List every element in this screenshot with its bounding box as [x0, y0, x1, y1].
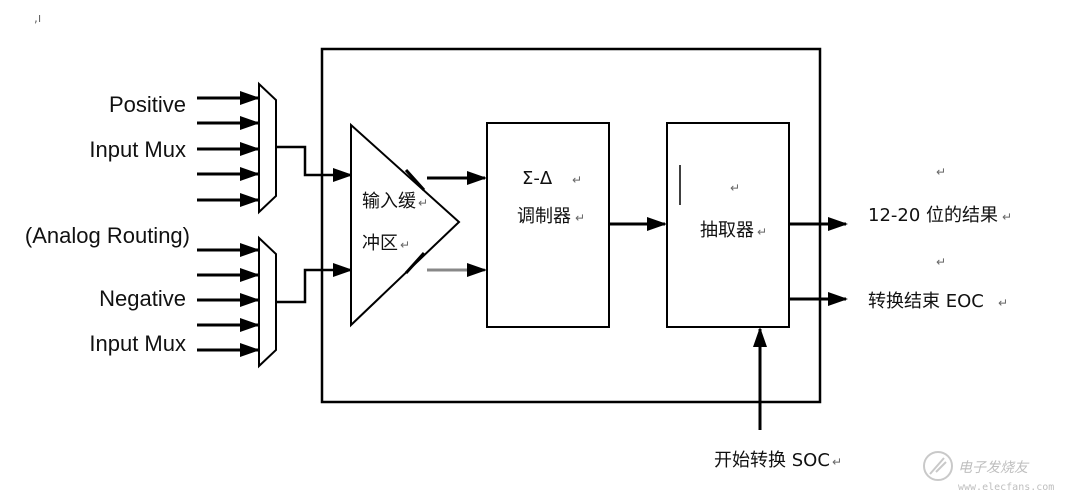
- corner-mark: ,ı: [34, 11, 41, 25]
- watermark-brand: 电子发烧友: [958, 460, 1030, 476]
- result-return: ↵: [1002, 210, 1012, 224]
- positive-mux-label: Input Mux: [89, 137, 186, 162]
- watermark: 电子发烧友 www.elecfans.com: [923, 451, 1054, 493]
- negative-mux-label: Input Mux: [89, 331, 186, 356]
- watermark-url: www.elecfans.com: [958, 482, 1054, 493]
- eoc-return: ↵: [998, 296, 1008, 310]
- decimator-return-top: ↵: [730, 181, 740, 195]
- modulator-return-1: ↵: [572, 173, 582, 187]
- result-return-top: ↵: [936, 165, 946, 179]
- input-buffer: [350, 122, 461, 328]
- modulator-label-1: Σ-Δ: [522, 168, 553, 189]
- buffer-return-1: ↵: [418, 196, 428, 210]
- buffer-label-1: 输入缓: [362, 191, 416, 212]
- buffer-tick-bottom: [404, 251, 426, 275]
- buffer-label-2: 冲区: [362, 233, 398, 254]
- eoc-label: 转换结束 EOC: [868, 291, 984, 312]
- positive-input-arrows: [197, 91, 260, 207]
- modulator-label-2: 调制器: [517, 206, 571, 227]
- sigma-delta-modulator: [486, 122, 610, 328]
- result-label: 12-20 位的结果: [868, 205, 998, 226]
- eoc-return-top: ↵: [936, 255, 946, 269]
- decimator-label: 抽取器: [700, 220, 754, 241]
- buffer-return-2: ↵: [400, 238, 410, 252]
- soc-label: 开始转换 SOC: [714, 450, 830, 471]
- negative-label: Negative: [99, 286, 186, 311]
- positive-mux-to-buffer: [276, 145, 353, 182]
- decimator-return: ↵: [757, 225, 767, 239]
- buffer-tick-top: [404, 168, 426, 192]
- negative-mux-to-buffer: [276, 263, 353, 304]
- negative-mux: [258, 235, 277, 369]
- soc-return: ↵: [832, 455, 842, 469]
- modulator-return-2: ↵: [575, 211, 585, 225]
- decimator: [666, 122, 790, 328]
- watermark-logo-icon: [923, 451, 953, 481]
- negative-input-arrows: [197, 243, 260, 357]
- analog-routing-label: (Analog Routing): [25, 223, 190, 248]
- positive-label: Positive: [109, 92, 186, 117]
- positive-mux: [258, 81, 277, 215]
